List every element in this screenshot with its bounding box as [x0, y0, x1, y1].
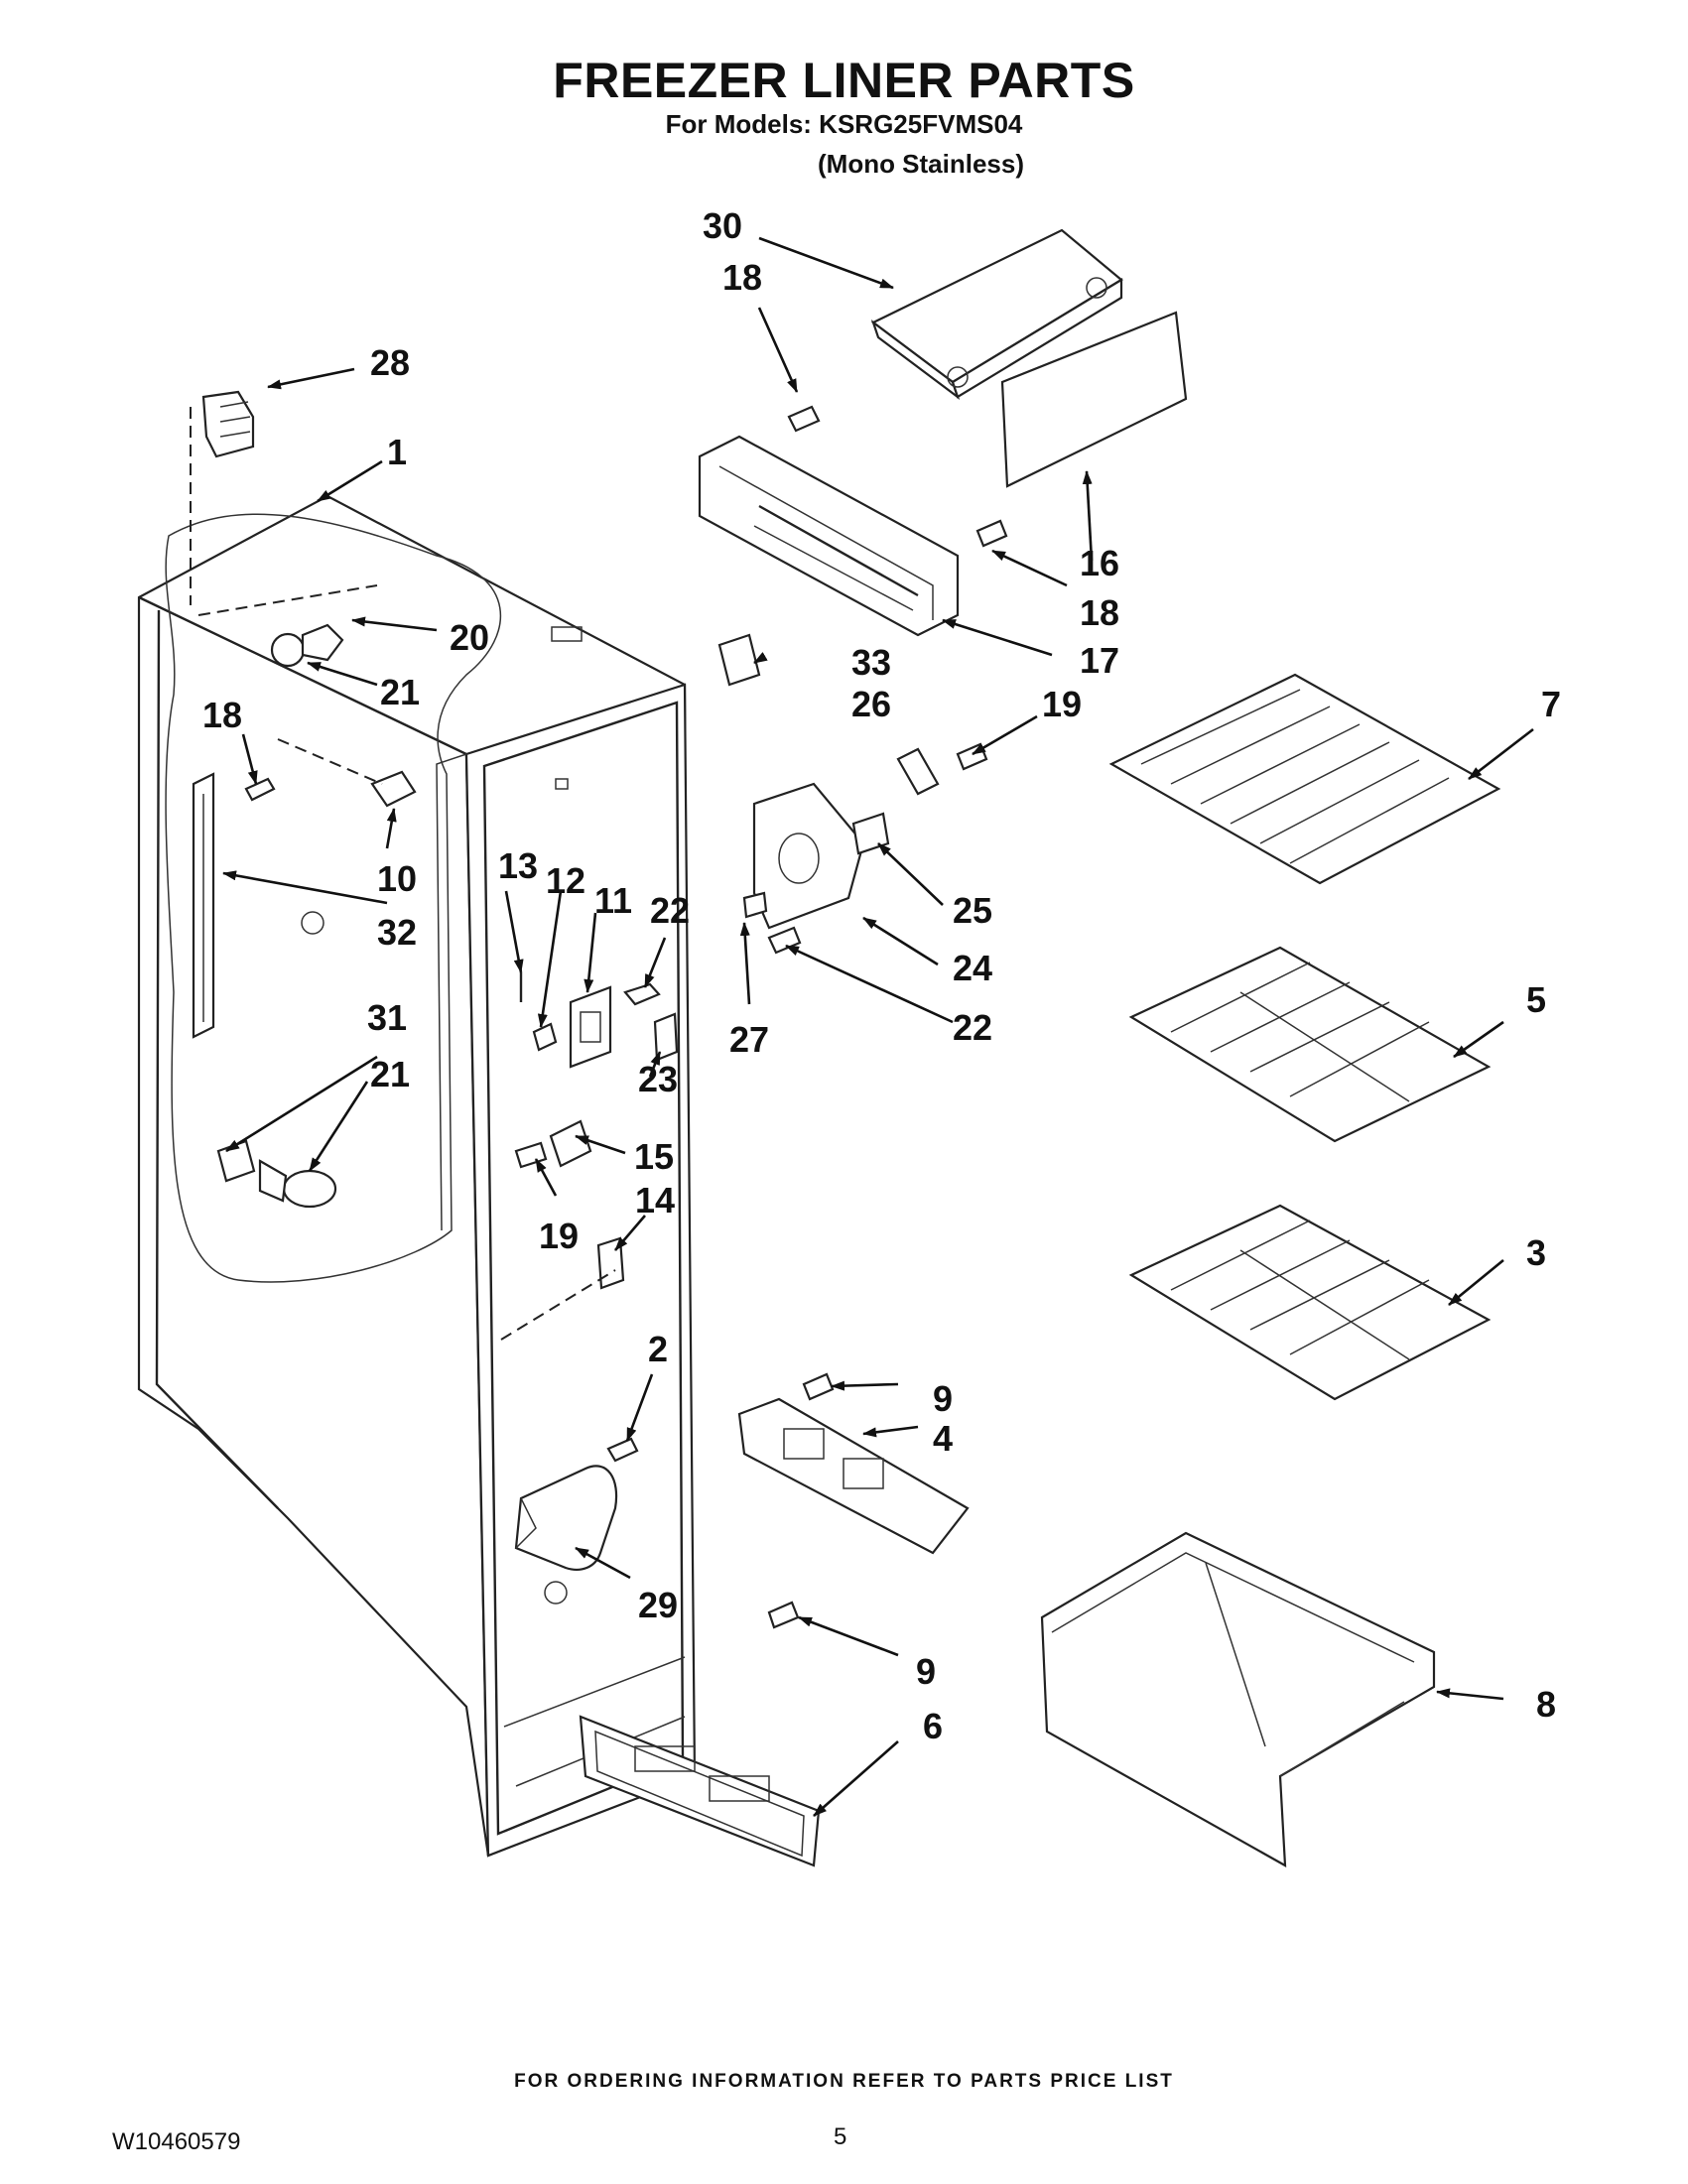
part-9-screw-upper [802, 1372, 835, 1401]
callout-31: 31 [367, 997, 407, 1038]
part-9-screw-lower [767, 1601, 800, 1629]
callout-labels: 30 18 28 1 16 18 20 17 21 33 26 19 7 18 … [202, 205, 1561, 1746]
model-variant: (Mono Stainless) [818, 149, 1025, 179]
part-18-screw-left [244, 777, 276, 802]
shelf-5-wire [1128, 946, 1492, 1143]
part-20-21-lamp [270, 623, 344, 668]
callout-6: 6 [923, 1706, 943, 1746]
callout-14: 14 [635, 1180, 675, 1220]
ordering-info-note: FOR ORDERING INFORMATION REFER TO PARTS … [514, 2071, 1174, 2092]
callout-10: 10 [377, 858, 417, 899]
callout-26: 26 [851, 684, 891, 724]
callout-2: 2 [648, 1329, 668, 1369]
part-30-hinge [870, 228, 1123, 400]
callout-23: 23 [638, 1059, 678, 1099]
callout-19: 19 [539, 1216, 579, 1256]
callout-13: 13 [498, 845, 538, 886]
callout-15: 15 [634, 1136, 674, 1177]
callout-27: 27 [729, 1019, 769, 1060]
page-number: 5 [834, 2123, 847, 2150]
callout-25: 25 [953, 890, 992, 931]
part-18-screw-top [787, 405, 821, 433]
callout-9: 9 [933, 1378, 953, 1419]
part-33 [717, 633, 761, 687]
callout-29: 29 [638, 1585, 678, 1625]
callout-24: 24 [953, 948, 992, 988]
callout-1: 1 [387, 432, 407, 472]
leader-lines [222, 236, 1534, 1817]
part-17-bracket [698, 435, 960, 637]
callout-16: 16 [1080, 543, 1119, 583]
part-10-clip [370, 770, 417, 808]
part-8-bin [1040, 1531, 1436, 1867]
callout-3: 3 [1526, 1232, 1546, 1273]
callout-4: 4 [933, 1418, 953, 1459]
callout-11: 11 [594, 880, 632, 921]
callout-22: 22 [650, 890, 690, 931]
part-26-board [896, 747, 940, 796]
part-16-panel [1000, 311, 1188, 488]
page-title: FREEZER LINER PARTS [553, 53, 1135, 108]
part-28-clip [201, 390, 255, 458]
callout-20: 20 [450, 617, 489, 658]
callout-12: 12 [546, 860, 585, 901]
part-2-29 [514, 1437, 639, 1571]
callout-5: 5 [1526, 979, 1546, 1020]
callout-9: 9 [916, 1651, 936, 1692]
shelf-3-wire [1128, 1204, 1492, 1401]
part-32-rail [192, 772, 215, 1039]
callout-8: 8 [1536, 1684, 1556, 1725]
part-18-screw-right [975, 519, 1008, 548]
part-24-25-housing [742, 782, 890, 955]
callout-21: 21 [380, 672, 420, 712]
document-id: W10460579 [112, 2128, 241, 2155]
callout-21: 21 [370, 1054, 410, 1094]
callout-19: 19 [1042, 684, 1082, 724]
callout-18: 18 [1080, 592, 1119, 633]
models-line: For Models: KSRG25FVMS04 [665, 109, 1023, 139]
part-4-bracket [737, 1397, 970, 1555]
callout-28: 28 [370, 342, 410, 383]
shelf-7-glass [1108, 673, 1501, 885]
callout-22: 22 [953, 1007, 992, 1048]
callout-18: 18 [202, 695, 242, 735]
callout-32: 32 [377, 912, 417, 953]
callout-18: 18 [722, 257, 762, 298]
callout-33: 33 [851, 642, 891, 683]
callout-17: 17 [1080, 640, 1119, 681]
callout-30: 30 [703, 205, 742, 246]
callout-7: 7 [1541, 684, 1561, 724]
part-6-bracket [579, 1715, 821, 1867]
